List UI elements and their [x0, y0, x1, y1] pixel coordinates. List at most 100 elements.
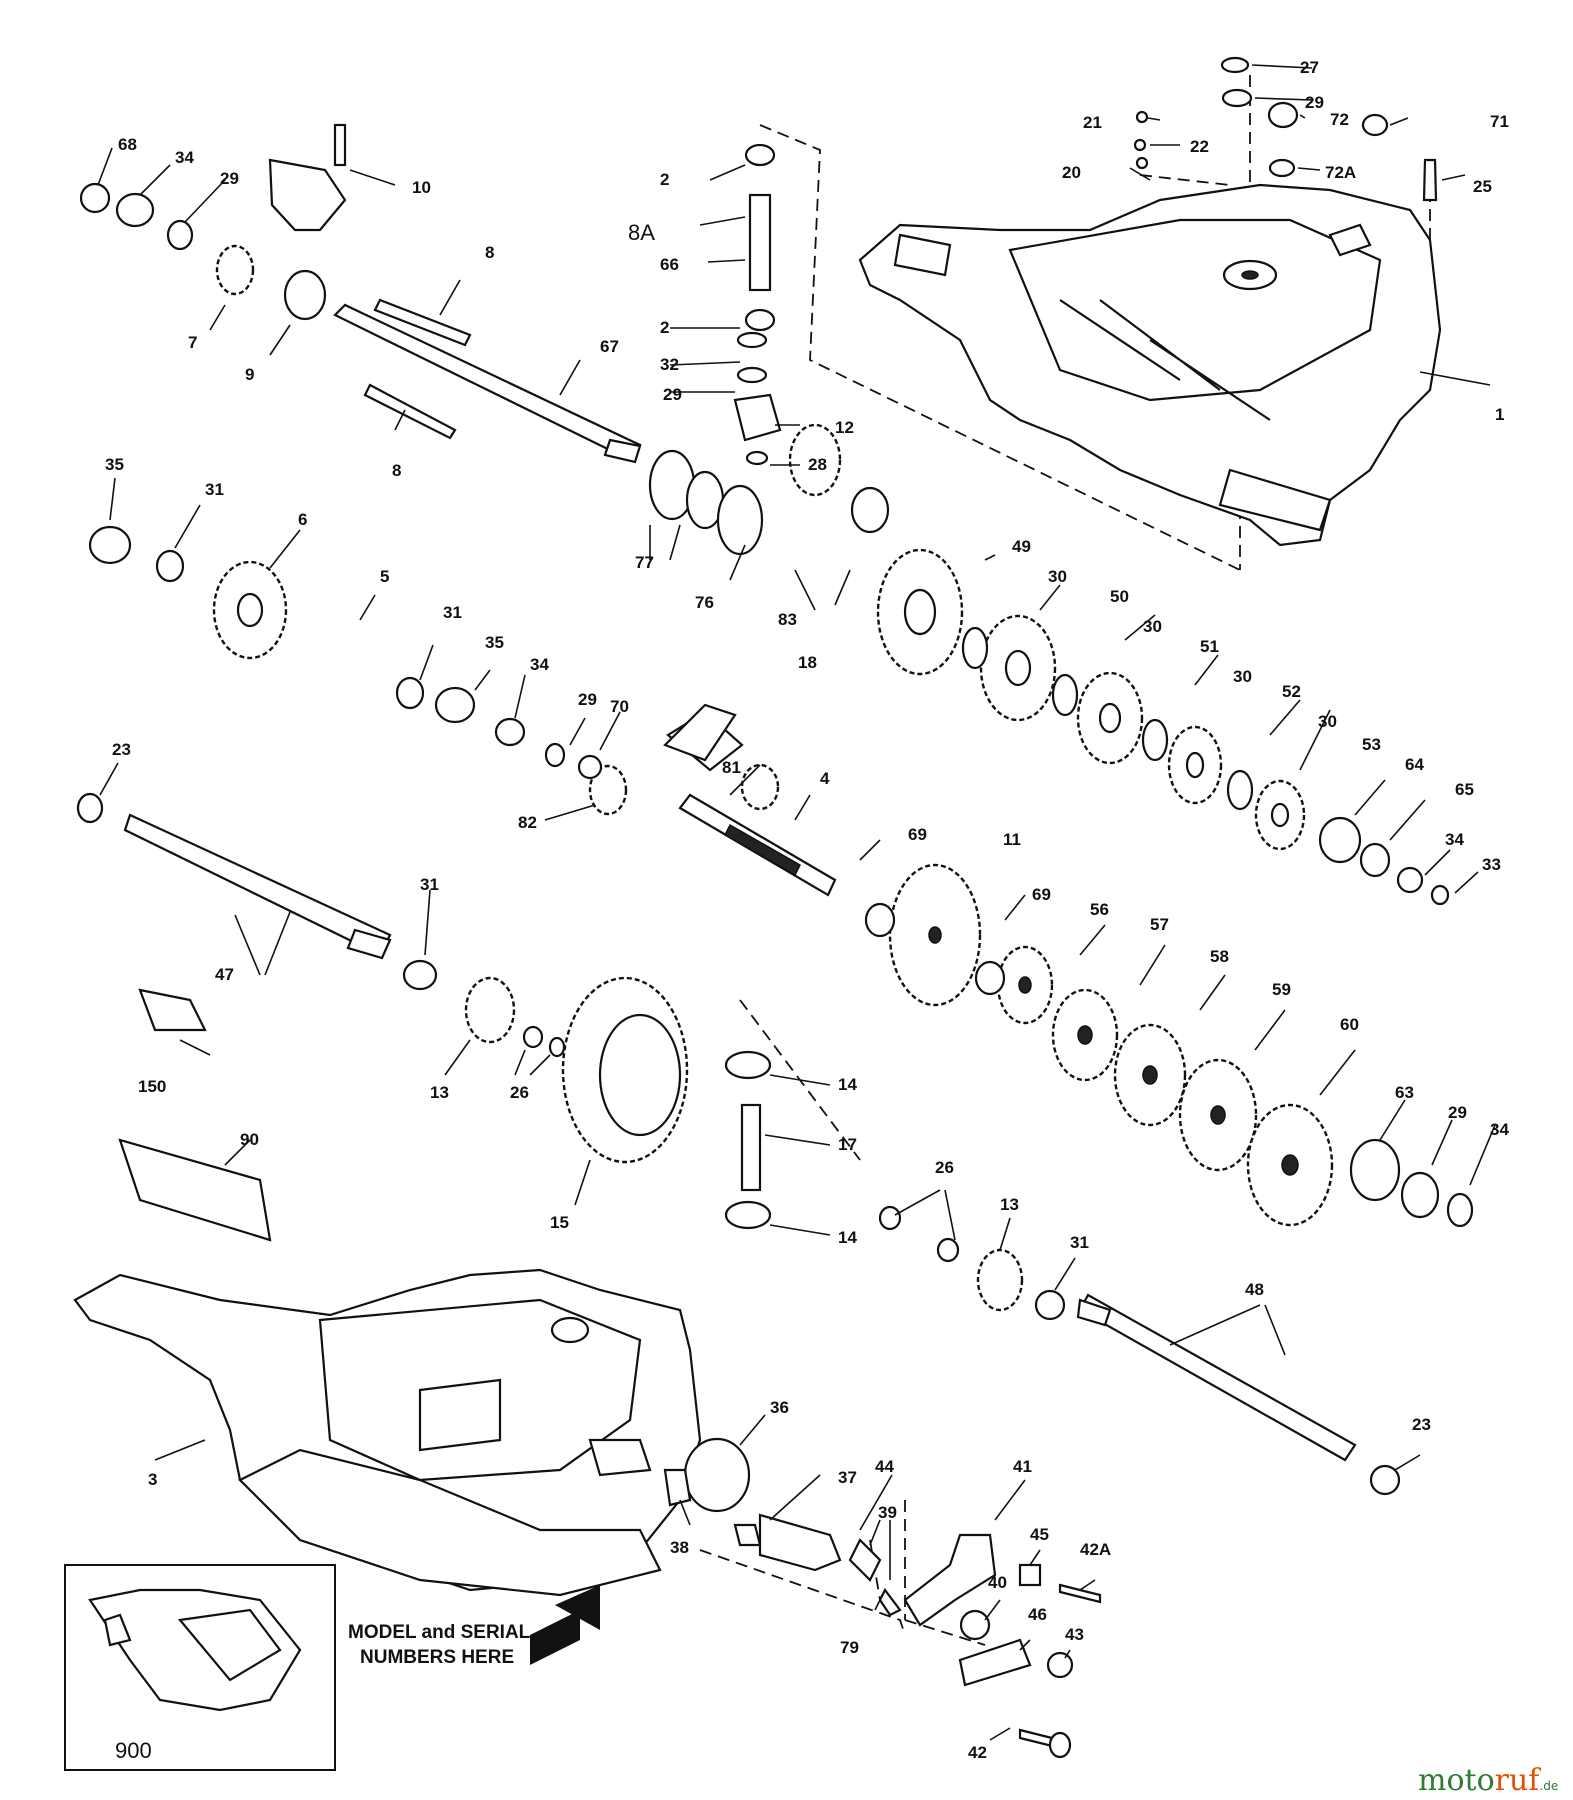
callout-31: 31: [443, 603, 462, 622]
callout-90: 90: [240, 1130, 259, 1149]
callout-34: 34: [530, 655, 549, 674]
callout-25: 25: [1473, 177, 1492, 196]
washers-bushings: [76, 56, 1474, 1513]
callout-69: 69: [1032, 885, 1051, 904]
callout-33: 33: [1482, 855, 1501, 874]
callout-56: 56: [1090, 900, 1109, 919]
serial-note-line1: MODEL and SERIAL: [348, 1622, 531, 1643]
callout-29: 29: [220, 169, 239, 188]
callout-2: 2: [660, 318, 669, 337]
callout-35: 35: [485, 633, 504, 652]
callout-8: 8: [392, 461, 401, 480]
callout-20: 20: [1062, 163, 1081, 182]
callout-52: 52: [1282, 682, 1301, 701]
gear-set: [212, 244, 1334, 1312]
callout-31: 31: [420, 875, 439, 894]
callout-22: 22: [1190, 137, 1209, 156]
callout-39: 39: [878, 1503, 897, 1522]
shaft-47: [123, 813, 392, 960]
callout-30: 30: [1233, 667, 1252, 686]
callout-65: 65: [1455, 780, 1474, 799]
callout-47: 47: [215, 965, 234, 984]
callout-29: 29: [1448, 1103, 1467, 1122]
callout-67: 67: [600, 337, 619, 356]
callout-26: 26: [935, 1158, 954, 1177]
callout-44: 44: [875, 1457, 894, 1476]
callout-150: 150: [138, 1077, 166, 1096]
callout-59: 59: [1272, 980, 1291, 999]
callout-35: 35: [105, 455, 124, 474]
watermark-part1: moto: [1418, 1763, 1495, 1798]
svg-text:motoruf.de: motoruf.de: [1418, 1763, 1558, 1798]
callout-45: 45: [1030, 1525, 1049, 1544]
callout-7: 7: [188, 333, 197, 352]
callout-53: 53: [1362, 735, 1381, 754]
callout-23: 23: [1412, 1415, 1431, 1434]
callout-31: 31: [1070, 1233, 1089, 1252]
callout-31: 31: [205, 480, 224, 499]
callout-14: 14: [838, 1228, 857, 1247]
callout-82: 82: [518, 813, 537, 832]
callout-60: 60: [1340, 1015, 1359, 1034]
callout-6: 6: [298, 510, 307, 529]
callout-76: 76: [695, 593, 714, 612]
watermark-suffix: .de: [1539, 1779, 1558, 1793]
callout-48: 48: [1245, 1280, 1264, 1299]
callout-70: 70: [610, 697, 629, 716]
callout-41: 41: [1013, 1457, 1032, 1476]
callout-46: 46: [1028, 1605, 1047, 1624]
callout-42: 42: [968, 1743, 987, 1762]
watermark-logo: motoruf.de: [1418, 1763, 1558, 1798]
callout-81: 81: [722, 758, 741, 777]
lower-housing: [73, 1268, 702, 1597]
callout-11: 11: [1003, 830, 1021, 849]
callout-40: 40: [988, 1573, 1007, 1592]
callout-34: 34: [1490, 1120, 1509, 1139]
watermark-part2: ruf: [1495, 1763, 1542, 1798]
callout-labels: 1 2 2 3 4 5 6 7 8 8 8A 9 10 11 12 13 13 …: [105, 58, 1509, 1763]
callout-900: 900: [115, 1738, 152, 1763]
callout-8: 8: [485, 243, 494, 262]
callout-50: 50: [1110, 587, 1129, 606]
shaft-67: [333, 303, 642, 464]
callout-83: 83: [778, 610, 797, 629]
callout-64: 64: [1405, 755, 1424, 774]
callout-5: 5: [380, 567, 389, 586]
leader-lines: [97, 64, 1496, 1741]
callout-36: 36: [770, 1398, 789, 1417]
callout-15: 15: [550, 1213, 569, 1232]
model-serial-note: MODEL and SERIAL NUMBERS HERE: [348, 1622, 531, 1668]
callout-30: 30: [1318, 712, 1337, 731]
callout-34: 34: [1445, 830, 1464, 849]
callout-29: 29: [1305, 93, 1324, 112]
callout-12: 12: [835, 418, 854, 437]
callout-72: 72: [1330, 110, 1349, 129]
inset-assembly-box: [64, 1564, 336, 1771]
callout-27: 27: [1300, 58, 1319, 77]
callout-63: 63: [1395, 1083, 1414, 1102]
shaft-48: [1076, 1293, 1357, 1462]
callout-34: 34: [175, 148, 194, 167]
callout-1: 1: [1495, 405, 1504, 424]
callout-58: 58: [1210, 947, 1229, 966]
callout-23: 23: [112, 740, 131, 759]
chain-81: [663, 703, 737, 762]
serial-note-line2: NUMBERS HERE: [360, 1647, 514, 1668]
shaft-66: [744, 143, 776, 332]
serial-number-pointer: [530, 1585, 600, 1665]
callout-69: 69: [908, 825, 927, 844]
callout-43: 43: [1065, 1625, 1084, 1644]
callout-32: 32: [660, 355, 679, 374]
callout-14: 14: [838, 1075, 857, 1094]
callout-79: 79: [840, 1638, 859, 1657]
callout-51: 51: [1200, 637, 1219, 656]
callout-17: 17: [838, 1135, 857, 1154]
callout-4: 4: [820, 769, 830, 788]
callout-29: 29: [578, 690, 597, 709]
callout-42A: 42A: [1080, 1540, 1111, 1559]
callout-8A: 8A: [628, 220, 655, 245]
callout-3: 3: [148, 1470, 157, 1489]
callout-18: 18: [798, 653, 817, 672]
callout-37: 37: [838, 1468, 857, 1487]
